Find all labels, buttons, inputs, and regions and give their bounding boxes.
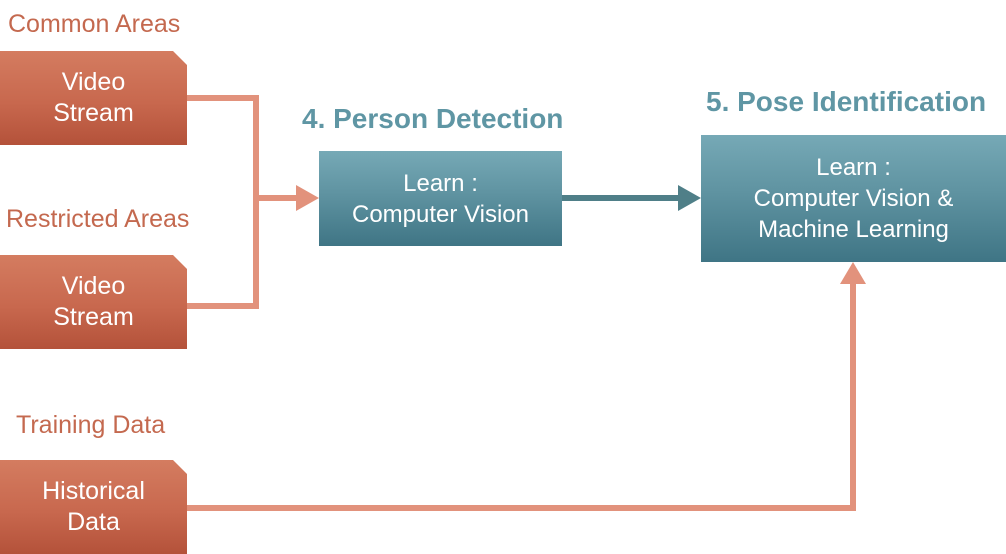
person-detection-line2: Computer Vision [352,200,529,228]
person-detection-box: Learn : Computer Vision [319,151,562,246]
pose-identification-line1: Learn : [816,154,891,181]
common-video-stream-box: Video Stream [0,51,187,145]
restricted-box-line1: Video [61,272,126,300]
pose-identification-line2: Computer Vision & [753,185,954,212]
pose-identification-title: 5. Pose Identification [706,86,987,117]
common-box-line1: Video [61,68,126,96]
historical-data-connector [187,282,856,511]
restricted-areas-label: Restricted Areas [6,205,190,233]
common-box-line2: Stream [53,99,134,127]
person-detection-line1: Learn : [403,169,478,197]
common-areas-label: Common Areas [8,10,181,38]
restricted-video-stream-box: Video Stream [0,255,187,349]
pose-identification-line3: Machine Learning [758,216,949,243]
arrowhead-from-historical-data [840,262,866,284]
common-stream-connector [187,95,298,201]
historical-box-line1: Historical [42,477,145,505]
pose-identification-box: Learn : Computer Vision & Machine Learni… [701,135,1006,262]
historical-data-box: Historical Data [0,460,187,554]
restricted-stream-connector [187,198,259,309]
arrowhead-to-pose-identification [678,185,701,211]
person-detection-title: 4. Person Detection [302,103,564,134]
training-data-label: Training Data [16,411,166,439]
arrowhead-to-person-detection [296,185,319,211]
restricted-box-line2: Stream [53,303,134,331]
historical-box-line2: Data [67,508,120,536]
